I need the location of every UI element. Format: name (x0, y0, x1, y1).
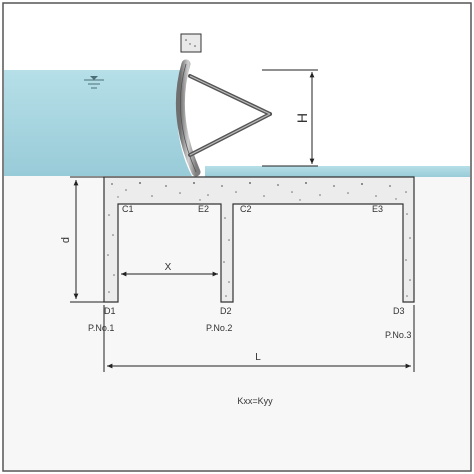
downstream-water (205, 166, 470, 177)
depth-label: d (60, 237, 72, 243)
pile-depth-dimension (70, 176, 104, 303)
head-label: H (294, 113, 310, 123)
point-e2: E2 (198, 204, 209, 214)
water-surface-symbol (84, 76, 104, 89)
radial-gate (175, 33, 272, 177)
concrete-floor (103, 176, 415, 303)
concrete-texture (107, 182, 411, 297)
soil-region (4, 176, 470, 470)
spacing-label: X (165, 262, 172, 273)
permeability-note: Kxx=Kyy (237, 396, 273, 406)
point-d3: D3 (393, 306, 405, 316)
upstream-water (4, 70, 192, 176)
pile-2-label: P.No.2 (206, 323, 232, 333)
floor-length-dimension (103, 305, 415, 372)
pile-1-label: P.No.1 (88, 323, 114, 333)
point-c1: C1 (122, 204, 134, 214)
length-label: L (255, 352, 261, 363)
head-dimension (262, 69, 318, 167)
point-d2: D2 (220, 306, 232, 316)
point-c2: C2 (240, 204, 252, 214)
hoist-block (180, 33, 202, 53)
point-d1: D1 (104, 306, 116, 316)
pile-3-label: P.No.3 (385, 330, 411, 340)
point-e3: E3 (372, 204, 383, 214)
